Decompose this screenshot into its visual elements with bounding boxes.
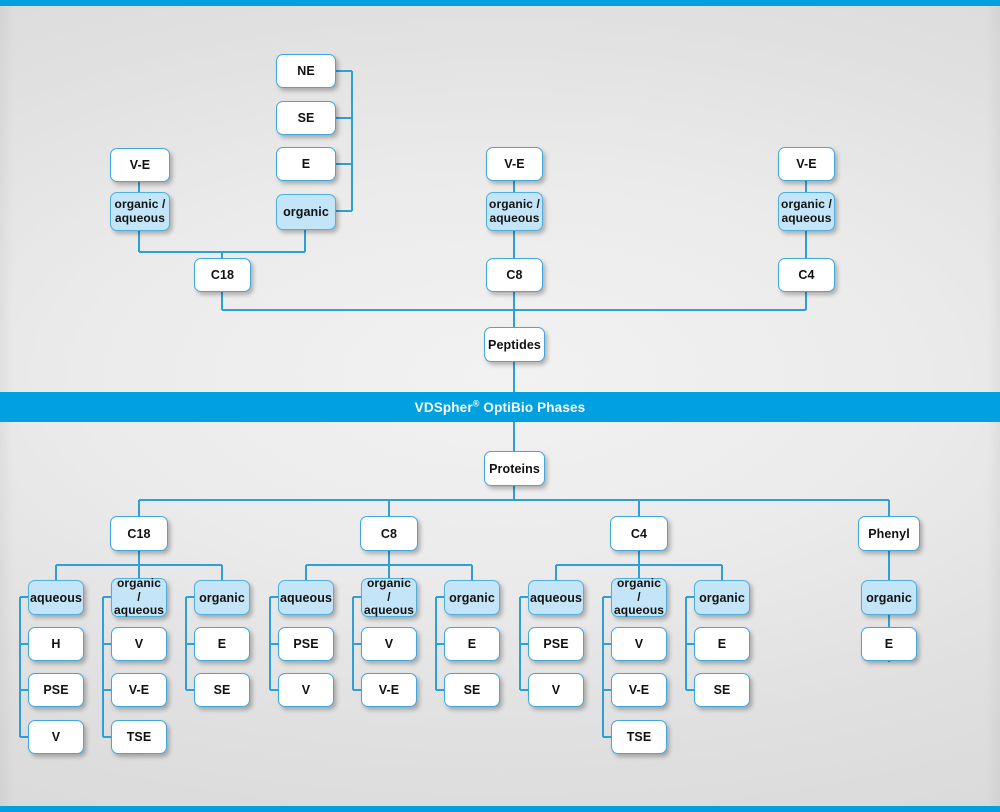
proteins-c8-aqueous-item-pse[interactable]: PSE xyxy=(278,627,334,661)
peptides-root[interactable]: Peptides xyxy=(484,327,545,362)
proteins-c4-organic-aqueous-item-ve[interactable]: V-E xyxy=(611,673,667,707)
peptides-c18-organic-item-e[interactable]: E xyxy=(276,147,336,181)
proteins-c18-organic-item-e[interactable]: E xyxy=(194,627,250,661)
banner-text-before: VDSpher xyxy=(414,399,473,415)
proteins-c18-mode-organic[interactable]: organic xyxy=(194,580,250,615)
proteins-c18-organic-item-se[interactable]: SE xyxy=(194,673,250,707)
top-brand-rule xyxy=(0,0,1000,6)
peptides-c18-ve[interactable]: V-E xyxy=(110,148,170,182)
proteins-c8-organic-item-se[interactable]: SE xyxy=(444,673,500,707)
peptides-c18-mode-organic[interactable]: organic xyxy=(276,194,336,230)
peptides-c4-mode-organic-aqueous[interactable]: organic / aqueous xyxy=(778,192,835,231)
proteins-root[interactable]: Proteins xyxy=(484,451,545,486)
mode-line-2: aqueous xyxy=(489,210,540,225)
proteins-c8-organic-aqueous-item-v[interactable]: V xyxy=(361,627,417,661)
peptides-c8-ve[interactable]: V-E xyxy=(486,147,543,181)
proteins-c18-mode-organic-aqueous[interactable]: organic / aqueous xyxy=(111,576,167,618)
proteins-phenyl-organic-item-e[interactable]: E xyxy=(861,627,917,661)
registered-trademark-icon: ® xyxy=(472,398,480,408)
mode-line-1: organic / xyxy=(489,197,540,212)
peptides-c8-mode-organic-aqueous[interactable]: organic / aqueous xyxy=(486,192,543,231)
proteins-c4-aqueous-item-v[interactable]: V xyxy=(528,673,584,707)
proteins-c8-mode-organic-aqueous[interactable]: organic / aqueous xyxy=(361,576,417,618)
proteins-c8-organic-item-e[interactable]: E xyxy=(444,627,500,661)
proteins-c18-aqueous-item-h[interactable]: H xyxy=(28,627,84,661)
proteins-c4-organic-item-e[interactable]: E xyxy=(694,627,750,661)
proteins-c4-aqueous-item-pse[interactable]: PSE xyxy=(528,627,584,661)
proteins-phase-phenyl[interactable]: Phenyl xyxy=(858,516,920,551)
proteins-c4-organic-aqueous-item-tse[interactable]: TSE xyxy=(611,720,667,754)
peptides-c18-organic-item-ne[interactable]: NE xyxy=(276,54,336,88)
proteins-c4-organic-item-se[interactable]: SE xyxy=(694,673,750,707)
mode-line-2: aqueous xyxy=(781,210,832,225)
peptides-c18-organic-item-se[interactable]: SE xyxy=(276,101,336,135)
proteins-c18-aqueous-item-v[interactable]: V xyxy=(28,720,84,754)
peptides-phase-c4[interactable]: C4 xyxy=(778,258,835,292)
peptides-c18-mode-organic-aqueous[interactable]: organic / aqueous xyxy=(110,192,170,231)
mode-line-2: aqueous xyxy=(363,603,415,618)
proteins-c18-aqueous-item-pse[interactable]: PSE xyxy=(28,673,84,707)
product-banner: VDSpher® OptiBio Phases xyxy=(0,392,1000,422)
banner-text: VDSpher® OptiBio Phases xyxy=(414,398,586,415)
mode-line-2: aqueous xyxy=(114,210,166,225)
proteins-c4-mode-organic-aqueous[interactable]: organic / aqueous xyxy=(611,576,667,618)
mode-line-1: organic / xyxy=(781,197,832,212)
proteins-c18-mode-aqueous[interactable]: aqueous xyxy=(28,580,84,615)
proteins-phase-c8[interactable]: C8 xyxy=(360,516,418,551)
proteins-phase-c4[interactable]: C4 xyxy=(610,516,668,551)
proteins-c4-mode-aqueous[interactable]: aqueous xyxy=(528,580,584,615)
proteins-phase-c18[interactable]: C18 xyxy=(110,516,168,551)
proteins-c18-organic-aqueous-item-ve[interactable]: V-E xyxy=(111,673,167,707)
proteins-c8-mode-organic[interactable]: organic xyxy=(444,580,500,615)
proteins-c8-aqueous-item-v[interactable]: V xyxy=(278,673,334,707)
mode-line-2: aqueous xyxy=(613,603,665,618)
mode-line-1: organic / xyxy=(616,576,662,604)
proteins-phenyl-mode-organic[interactable]: organic xyxy=(861,580,917,615)
peptides-phase-c18[interactable]: C18 xyxy=(194,258,251,292)
proteins-c18-organic-aqueous-item-tse[interactable]: TSE xyxy=(111,720,167,754)
bottom-brand-rule xyxy=(0,806,1000,812)
proteins-c18-organic-aqueous-item-v[interactable]: V xyxy=(111,627,167,661)
proteins-c4-mode-organic[interactable]: organic xyxy=(694,580,750,615)
proteins-c8-mode-aqueous[interactable]: aqueous xyxy=(278,580,334,615)
proteins-c4-organic-aqueous-item-v[interactable]: V xyxy=(611,627,667,661)
peptides-phase-c8[interactable]: C8 xyxy=(486,258,543,292)
mode-line-2: aqueous xyxy=(113,603,165,618)
banner-text-after: OptiBio Phases xyxy=(479,399,586,415)
mode-line-1: organic / xyxy=(114,197,166,212)
mode-line-1: organic / xyxy=(116,576,162,604)
mode-line-1: organic / xyxy=(366,576,412,604)
peptides-c4-ve[interactable]: V-E xyxy=(778,147,835,181)
proteins-c8-organic-aqueous-item-ve[interactable]: V-E xyxy=(361,673,417,707)
